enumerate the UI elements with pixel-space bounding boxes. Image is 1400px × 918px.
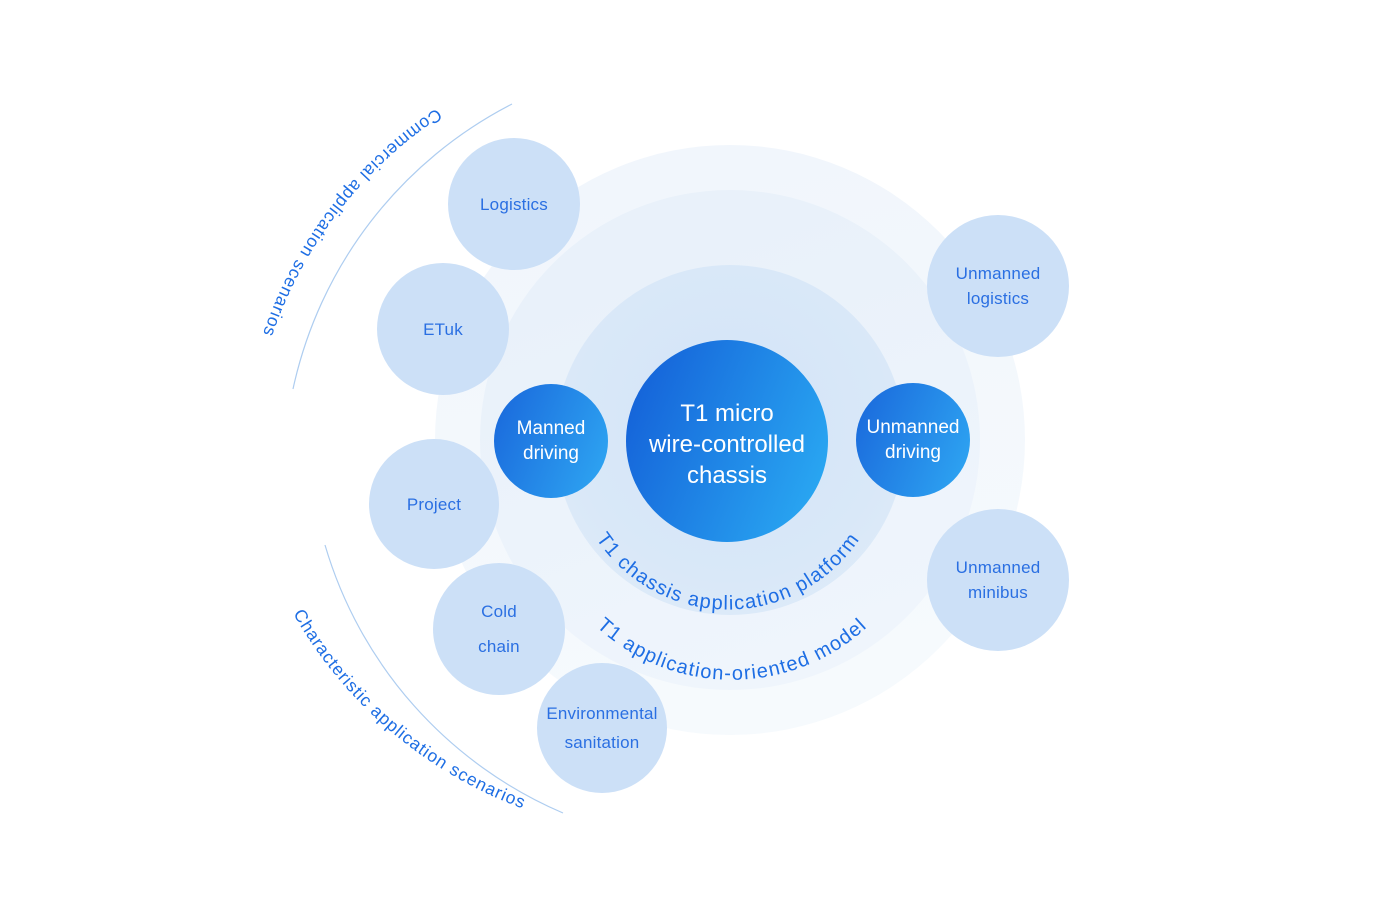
core-label-line: T1 micro	[680, 399, 774, 427]
scenario-label: Environmental	[546, 704, 658, 723]
mode-label: Manned	[516, 418, 586, 439]
scenario-bubble-logistics: Logistics	[448, 138, 580, 270]
scenario-label: minibus	[968, 583, 1028, 602]
scenario-bubble-unmanned-logistics: Unmanned logistics	[927, 215, 1069, 357]
scenario-bubble-environmental-sanitation: Environmental sanitation	[537, 663, 667, 793]
scenario-label: Unmanned	[955, 264, 1041, 283]
scenario-label: Unmanned	[955, 558, 1041, 577]
scenario-label: Cold	[481, 602, 517, 621]
scenario-bubble-project: Project	[369, 439, 499, 569]
scenario-label: logistics	[966, 289, 1030, 308]
mode-label: Unmanned	[866, 417, 960, 438]
unmanned-driving-circle: Unmanned driving	[856, 383, 970, 497]
scenario-label: Project	[406, 494, 462, 514]
mode-label: driving	[885, 442, 941, 463]
manned-driving-circle: Manned driving	[494, 384, 608, 498]
scenario-label: chain	[478, 637, 520, 656]
scenario-bubble-etuk: ETuk	[377, 263, 509, 395]
scenario-bubble-cold-chain: Cold chain	[433, 563, 565, 695]
core-label-line: wire-controlled	[648, 430, 806, 458]
scenario-label: sanitation	[564, 733, 640, 752]
scenario-label: Logistics	[480, 194, 548, 214]
scenario-label: ETuk	[423, 319, 463, 339]
core-label-line: chassis	[686, 461, 768, 489]
core-circle: T1 micro wire-controlled chassis	[626, 340, 828, 542]
scenario-bubble-unmanned-minibus: Unmanned minibus	[927, 509, 1069, 651]
mode-label: driving	[523, 443, 579, 464]
